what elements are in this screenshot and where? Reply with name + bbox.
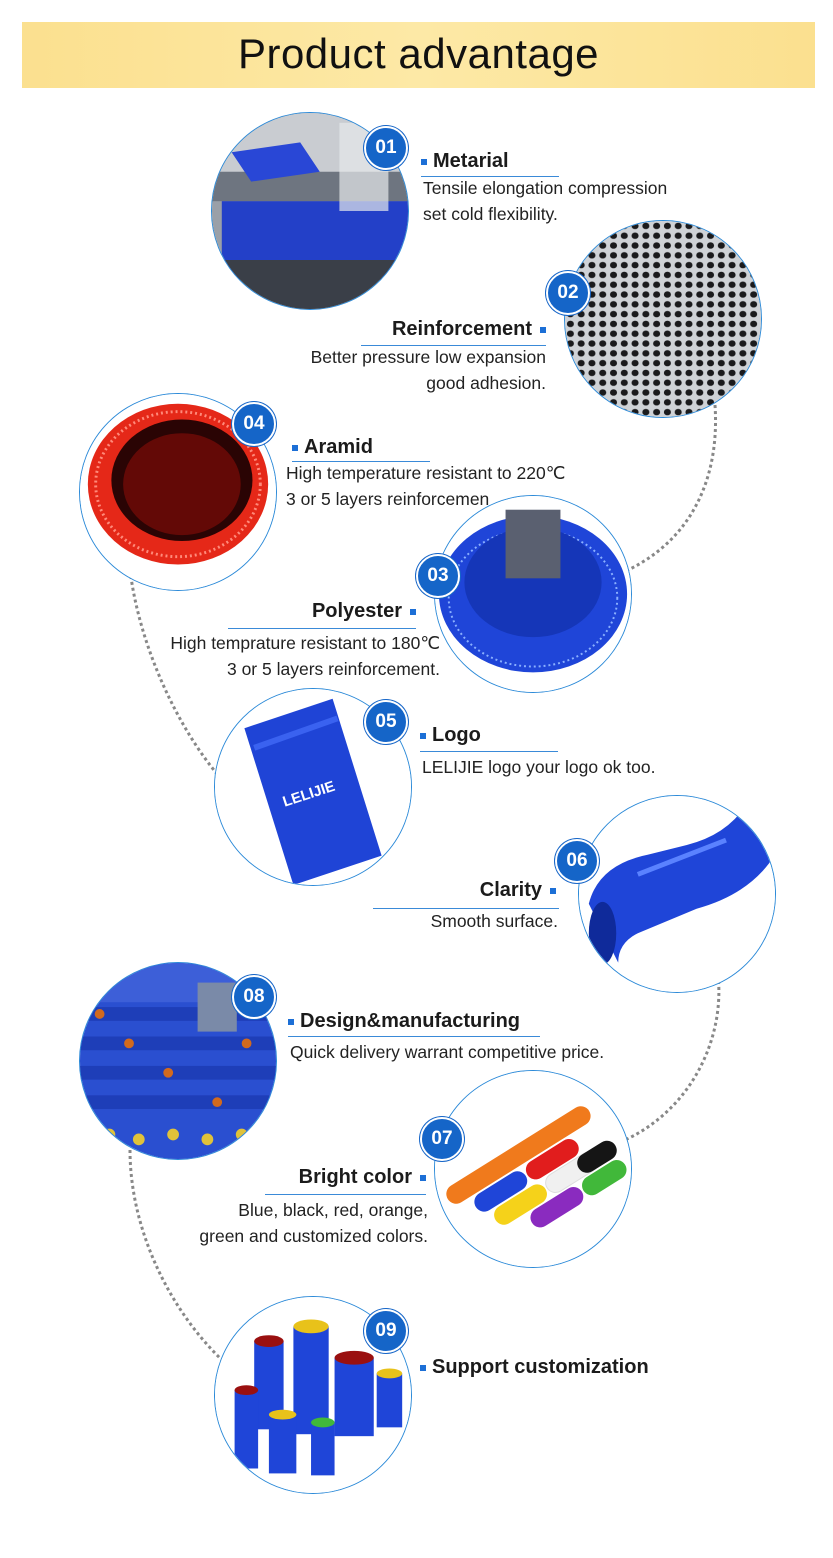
header-banner: Product advantage [22,22,815,88]
title-underline [361,345,546,346]
bullet-icon [540,326,546,333]
feature-number-01: 01 [364,126,408,170]
feature-number-04: 04 [232,402,276,446]
feature-title-text: Support customization [432,1356,649,1378]
feature-desc-logo: LELIJIE logo your logo ok too. [422,754,655,780]
feature-title-polyester: Polyester [170,600,416,623]
custom-hoses-photo [214,1296,412,1494]
desc-line: 3 or 5 layers reinforcement. [226,659,440,679]
feature-number-05: 05 [364,700,408,744]
title-underline [288,1036,540,1037]
feature-number-06: 06 [555,839,599,883]
desc-line: Quick delivery warrant competitive price… [290,1042,605,1062]
feature-title-text: Aramid [304,436,373,458]
feature-title-aramid: Aramid [292,436,373,459]
logo-hose-photo: LELIJIE [214,688,412,886]
feature-desc-aramid: High temperature resistant to 220℃ 3 or … [286,460,565,512]
polyester-hose-photo [434,495,632,693]
desc-line: set cold flexibility. [423,204,558,224]
bullet-icon [288,1018,294,1025]
bullet-icon [550,887,556,894]
bullet-icon [410,608,416,615]
title-underline [292,461,430,462]
clarity-elbow-photo [578,795,776,993]
feature-title-text: Design&manufacturing [300,1010,521,1032]
aramid-hose-photo [79,393,277,591]
feature-desc-bright-color: Blue, black, red, orange, green and cust… [110,1197,428,1249]
feature-title-logo: Logo [420,724,481,747]
reinforcement-mesh-photo [564,220,762,418]
bright-color-hoses-photo [434,1070,632,1268]
feature-desc-material: Tensile elongation compression set cold … [423,175,667,227]
bullet-icon [292,444,298,451]
bullet-icon [420,1364,426,1371]
feature-title-text: Metarial [433,150,509,172]
bullet-icon [420,732,426,739]
page-title: Product advantage [237,30,600,77]
title-underline [421,176,559,177]
title-underline [228,628,416,629]
feature-number-09: 09 [364,1309,408,1353]
desc-line: good adhesion. [426,373,546,393]
title-underline [373,908,559,909]
desc-line: Smooth surface. [430,911,558,931]
desc-line: 3 or 5 layers reinforcemen [286,489,490,509]
feature-number-07: 07 [420,1117,464,1161]
feature-title-material: Metarial [421,150,509,173]
feature-title-text: Polyester [311,600,402,622]
bullet-icon [421,158,427,165]
feature-title-clarity: Clarity [300,879,556,902]
feature-desc-reinforcement: Better pressure low expansion good adhes… [246,344,546,396]
feature-title-text: Clarity [479,879,542,901]
desc-line: Tensile elongation compression [423,178,668,198]
feature-number-02: 02 [546,271,590,315]
title-underline [420,751,558,752]
desc-line: Blue, black, red, orange, [238,1200,428,1220]
feature-title-text: Logo [432,724,481,746]
desc-line: green and customized colors. [199,1226,428,1246]
desc-line: LELIJIE logo your logo ok too. [422,757,656,777]
feature-title-text: Bright color [298,1166,412,1188]
feature-title-bright-color: Bright color [170,1166,426,1189]
bullet-icon [420,1174,426,1181]
feature-title-reinforcement: Reinforcement [300,318,546,341]
feature-title-support: Support customization [420,1356,649,1379]
feature-desc-clarity: Smooth surface. [258,908,558,934]
feature-desc-polyester: High temprature resistant to 180℃ 3 or 5… [100,630,440,682]
feature-title-text: Reinforcement [391,318,532,340]
feature-number-08: 08 [232,975,276,1019]
desc-line: Better pressure low expansion [310,347,546,367]
title-underline [265,1194,426,1195]
feature-number-03: 03 [416,554,460,598]
desc-line: High temprature resistant to 180℃ [170,633,440,653]
desc-line: High temperature resistant to 220℃ [286,463,566,483]
feature-desc-design: Quick delivery warrant competitive price… [290,1039,604,1065]
feature-title-design: Design&manufacturing [288,1010,520,1033]
